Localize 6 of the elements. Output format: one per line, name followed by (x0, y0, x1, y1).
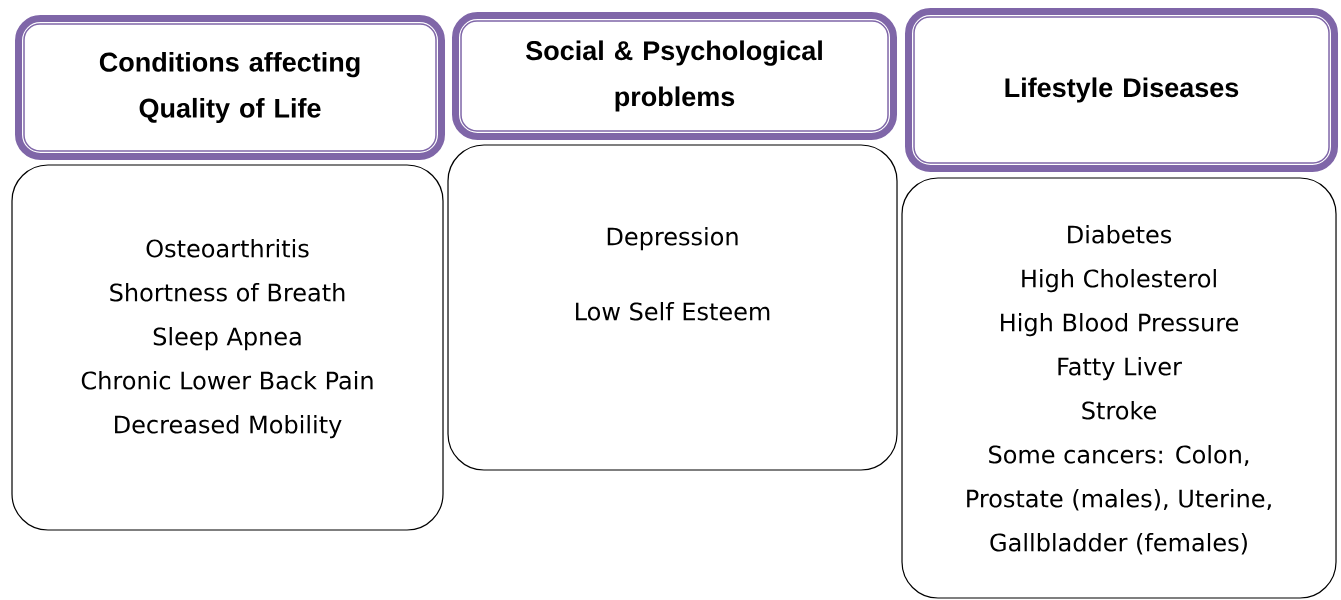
header-box: Conditions affecting Quality of Life (15, 15, 445, 160)
list-box: Depression Low Self Esteem (447, 144, 898, 471)
list-box: Osteoarthritis Shortness of Breath Sleep Apnea Chronic Lower Back Pain Decreased Mobility (11, 164, 444, 531)
header-box: Social & Psychological problems (452, 12, 897, 140)
list-box: Diabetes High Cholesterol High Blood Pressure Fatty Liver Stroke Some cancers: Colon, Prostate (males), Uterine, Gallbladder (females) (901, 177, 1337, 599)
header-box: Lifestyle Diseases (905, 8, 1338, 172)
